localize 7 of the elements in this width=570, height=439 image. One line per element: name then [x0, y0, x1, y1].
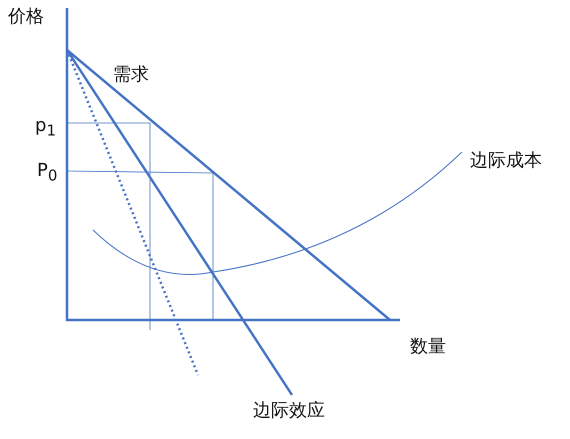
price-label: p$_{1}$	[35, 115, 56, 142]
curve-label: 边际效应	[253, 400, 325, 422]
axis-label: 价格	[8, 6, 44, 28]
curve-label: 边际成本	[470, 150, 542, 172]
axis-label: 数量	[410, 336, 446, 358]
curve-label: 需求	[113, 64, 149, 86]
price-label: P$_{0}$	[37, 160, 58, 187]
